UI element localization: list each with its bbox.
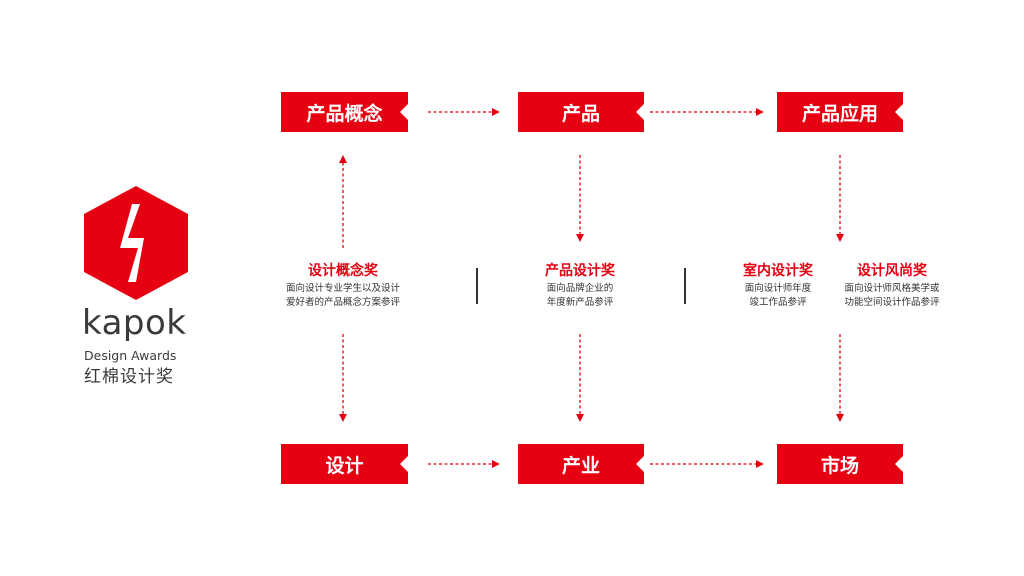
- notch-icon: [400, 104, 408, 120]
- box-market-label: 市场: [820, 454, 859, 477]
- box-industry: 产业: [518, 444, 644, 484]
- award-desc-line: 竣工作品参评: [749, 297, 807, 308]
- logo-chinese-name: 红棉设计奖: [84, 367, 174, 387]
- logo-subtitle: Design Awards: [84, 348, 177, 363]
- box-market: 市场: [777, 444, 903, 484]
- notch-icon: [636, 456, 644, 472]
- award-title: 产品设计奖: [545, 263, 615, 279]
- box-product-label: 产品: [561, 102, 600, 125]
- box-design-label: 设计: [325, 454, 364, 477]
- kapok-logo: [78, 186, 198, 300]
- award-product-design: 产品设计奖 面向品牌企业的 年度新产品参评: [515, 262, 645, 310]
- box-product-application-label: 产品应用: [801, 102, 878, 125]
- award-desc-line: 面向设计师风格美学或: [844, 283, 940, 294]
- award-interior-design: 室内设计奖 面向设计师年度 竣工作品参评: [728, 262, 828, 310]
- award-desc-line: 面向品牌企业的: [546, 283, 614, 294]
- award-design-concept: 设计概念奖 面向设计专业学生以及设计 爱好者的产品概念方案参评: [268, 262, 418, 310]
- box-industry-label: 产业: [561, 454, 600, 477]
- box-product-concept-label: 产品概念: [306, 102, 383, 125]
- box-design: 设计: [281, 444, 408, 484]
- notch-icon: [895, 104, 903, 120]
- logo-wordmark: kapok: [82, 303, 187, 343]
- award-title: 设计概念奖: [308, 263, 378, 279]
- kapok-hexagon-icon: [84, 186, 188, 300]
- divider-bar: [476, 268, 478, 304]
- award-design-style: 设计风尚奖 面向设计师风格美学或 功能空间设计作品参评: [832, 262, 952, 310]
- notch-icon: [636, 104, 644, 120]
- award-desc-line: 年度新产品参评: [546, 297, 614, 308]
- box-product: 产品: [518, 92, 644, 132]
- award-desc-line: 面向设计师年度: [744, 283, 812, 294]
- divider-bar: [684, 268, 686, 304]
- notch-icon: [400, 456, 408, 472]
- award-title: 室内设计奖: [743, 263, 813, 279]
- award-desc-line: 面向设计专业学生以及设计: [285, 283, 400, 294]
- award-desc-line: 功能空间设计作品参评: [844, 297, 940, 308]
- award-desc-line: 爱好者的产品概念方案参评: [285, 297, 400, 308]
- box-product-concept: 产品概念: [281, 92, 408, 132]
- award-title: 设计风尚奖: [857, 263, 927, 279]
- notch-icon: [895, 456, 903, 472]
- box-product-application: 产品应用: [777, 92, 903, 132]
